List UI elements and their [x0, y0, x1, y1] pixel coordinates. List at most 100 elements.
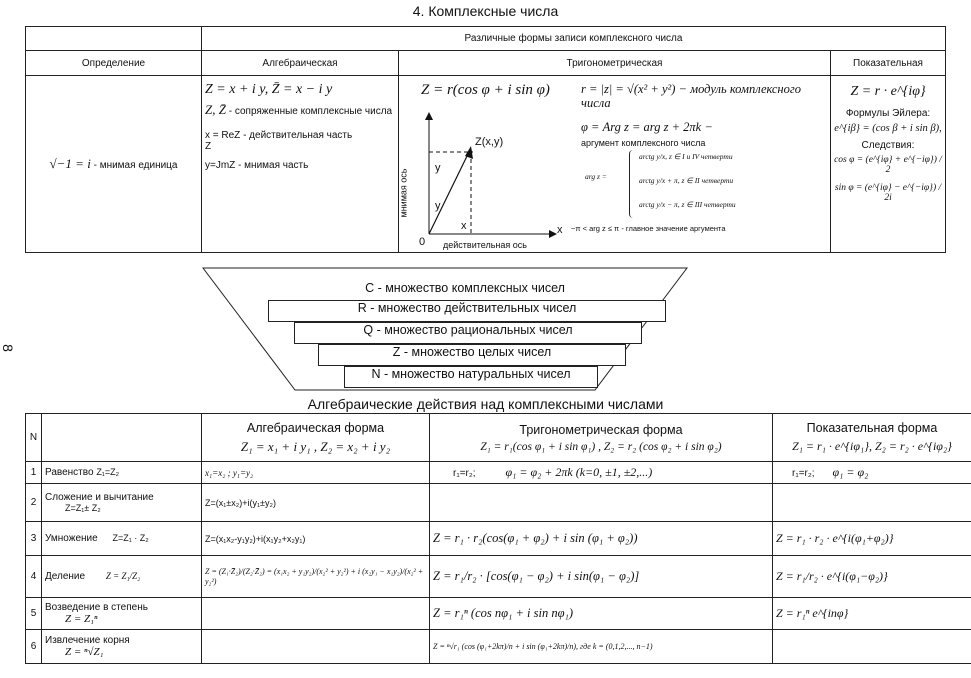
row-n: 6	[25, 629, 42, 664]
exp-euler: e^{iβ} = (cos β + i sin β),	[834, 123, 942, 134]
row-op-name: Сложение и вычитание	[45, 492, 154, 503]
col-algebraic: Алгебраическая	[201, 50, 399, 76]
col-exp-formula: Z₁ = r₁ · e^{iφ₁}, Z₂ = r₂ · e^{iφ₂}	[792, 439, 952, 453]
set-q: Q - множество рациональных чисел	[363, 323, 573, 337]
row-trig: r₁=r₂;φ₁ = φ₂ + 2πk (k=0, ±1, ±2,...)	[429, 461, 773, 484]
row-op-name: Деление	[45, 571, 86, 582]
col-trig-head: Тригонометрическая форма Z₁ = r₁(cos φ₁ …	[429, 413, 773, 462]
col-definition: Определение	[25, 50, 202, 76]
row-trig	[429, 483, 773, 522]
trig-arg: φ = Arg z = arg z + 2πk −	[581, 120, 713, 134]
set-q-box: Q - множество рациональных чисел	[294, 322, 642, 344]
row-alg	[201, 597, 430, 630]
set-z-box: Z - множество целых чисел	[318, 344, 626, 366]
col-n: N	[25, 413, 42, 462]
x-tick-label: x	[461, 220, 467, 232]
set-n: N - множество натуральных чисел	[371, 367, 571, 381]
exp-formula: Z = r · e^{iφ}	[850, 84, 926, 99]
trig-arg-prefix: arg z =	[585, 172, 607, 181]
row-n: 4	[25, 555, 42, 598]
alg-re-text: x = ReZ - действительная часть Z	[205, 130, 353, 152]
row-op: Деление Z = Z₁/Z₂	[41, 555, 202, 598]
axis-x-name: действительная ось	[443, 240, 527, 250]
row-n: 5	[25, 597, 42, 630]
row-op-formula: Z=Z₁± Z₂	[65, 503, 101, 513]
row-alg: Z=(x₁±x₂)+i(y₁±y₂)	[201, 483, 430, 522]
row-trig: Z = ⁿ√r₁ (cos (φ₁+2kπ)/n + i sin (φ₁+2kπ…	[429, 629, 773, 664]
axis-y-label: y	[435, 162, 441, 174]
row-exp: Z = r₁/r₂ · e^{i(φ₁−φ₂)}	[772, 555, 971, 598]
trig-cell: Z = r(cos φ + i sin φ) r = |z| = √(x² + …	[398, 75, 831, 253]
row-trig: Z = r₁ · r₂(cos(φ₁ + φ₂) + i sin (φ₁ + φ…	[429, 521, 773, 556]
row-op-name: Умножение	[45, 533, 98, 544]
sets-funnel	[201, 267, 689, 391]
page-title: 4. Комплексные числа	[412, 3, 559, 19]
trig-arg-line-2: arctg y/x + π, z ∈ II четверти	[639, 176, 734, 185]
set-c: C - множество комплексных чисел	[365, 281, 565, 295]
col-exp-head: Показательная форма Z₁ = r₁ · e^{iφ₁}, Z…	[772, 413, 971, 462]
row-op-formula: Z = Z₁/Z₂	[105, 571, 141, 581]
row-alg: Z=(x₁x₂-y₁y₂)+i(x₁y₂+x₂y₁)	[201, 521, 430, 556]
trig-range: −π < arg z ≤ π - главное значение аргуме…	[571, 224, 726, 233]
row-exp	[772, 629, 971, 664]
exp-euler-title: Формулы Эйлера:	[845, 108, 931, 119]
operations-table: N Алгебраическая форма Z₁ = x₁ + i y₁ , …	[25, 413, 971, 664]
set-r-box: R - множество действительных чисел	[268, 300, 666, 322]
definition-text: - мнимая единица	[93, 160, 178, 171]
row-n: 1	[25, 461, 42, 484]
row-alg	[201, 629, 430, 664]
col-exp: Показательная	[829, 50, 947, 76]
exp-cos: cos φ = (e^{iφ} + e^{−iφ}) / 2	[834, 155, 942, 175]
table-row: 3 Умножение Z=Z₁ · Z₂ Z=(x₁x₂-y₁y₂)+i(x₁…	[25, 521, 971, 556]
row-alg: Z = (Z₁·Z̄₂)/(Z₂·Z̄₂) = (x₁x₂ + y₁y₂)/(x…	[201, 555, 430, 598]
y-tick-label: y	[435, 200, 441, 212]
col-trig-formula: Z₁ = r₁(cos φ₁ + i sin φ₁) , Z₂ = r₂ (co…	[480, 440, 722, 453]
axis-x-label: x	[557, 224, 563, 236]
row-op: Равенство Z₁=Z₂	[41, 461, 202, 484]
set-r: R - множество действительных чисел	[357, 301, 577, 315]
alg-conj-text: - сопряженные комплексные числа	[228, 106, 393, 117]
origin-label: 0	[419, 236, 426, 248]
row-op-formula: Z₁=Z₂	[96, 467, 120, 477]
row-op-name: Извлечение корня	[45, 635, 130, 646]
col-trig: Тригонометрическая	[398, 50, 831, 76]
row-exp: r₁=r₂;φ₁ = φ₂	[772, 461, 971, 484]
row-op: Умножение Z=Z₁ · Z₂	[41, 521, 202, 556]
row-exp: Z = r₁ⁿ e^{inφ}	[772, 597, 971, 630]
complex-plane-diagram	[425, 112, 557, 238]
table-row: 1 Равенство Z₁=Z₂ x₁=x₂ ; y₁=y₂ r₁=r₂;φ₁…	[25, 461, 971, 484]
row-n: 3	[25, 521, 42, 556]
alg-im-text: y=JmZ - мнимая часть	[205, 160, 309, 171]
forms-header: Различные формы записи комплексного числ…	[200, 26, 947, 51]
point-label: Z(x,y)	[475, 136, 504, 148]
trig-modulus: r = |z| = √(x² + y²) − модуль комплексно…	[581, 82, 801, 110]
definition-cell: √−1 = i - мнимая единица	[25, 75, 202, 253]
row-alg: x₁=x₂ ; y₁=y₂	[201, 461, 430, 484]
set-z: Z - множество целых чисел	[392, 345, 552, 359]
forms-table: Различные формы записи комплексного числ…	[25, 26, 947, 253]
row-op-name: Возведение в степень	[45, 602, 148, 613]
trig-formula: Z = r(cos φ + i sin φ)	[421, 82, 550, 98]
algebraic-cell: Z = x + i y, Z̄ = x − i y Z, Z̄ - сопряж…	[201, 75, 399, 253]
empty-corner	[25, 26, 202, 51]
row-exp-b: φ₁ = φ₂	[832, 465, 869, 479]
col-trig: Тригонометрическая форма	[519, 422, 683, 437]
col-exp: Показательная форма	[806, 421, 938, 435]
row-trig-b: φ₁ = φ₂ + 2πk (k=0, ±1, ±2,...)	[505, 465, 653, 479]
col-alg-formula: Z₁ = x₁ + i y₁ , Z₂ = x₂ + i y₂	[240, 438, 391, 454]
set-n-box: N - множество натуральных чисел	[344, 366, 598, 388]
row-trig: Z = r₁/r₂ · [cos(φ₁ − φ₂) + i sin(φ₁ − φ…	[429, 555, 773, 598]
row-op-formula: Z = ⁿ√Z₁	[65, 646, 104, 658]
definition-formula: √−1 = i	[49, 156, 91, 171]
exp-sin: sin φ = (e^{iφ} − e^{−iφ}) / 2i	[834, 183, 942, 203]
col-alg-head: Алгебраическая форма Z₁ = x₁ + i y₁ , Z₂…	[201, 413, 430, 462]
alg-conj-formula: Z, Z̄	[205, 102, 226, 117]
trig-arg-line-3: arctg y/x − π, z ∈ III четверти	[639, 200, 736, 209]
side-page-number: 8	[0, 344, 16, 352]
